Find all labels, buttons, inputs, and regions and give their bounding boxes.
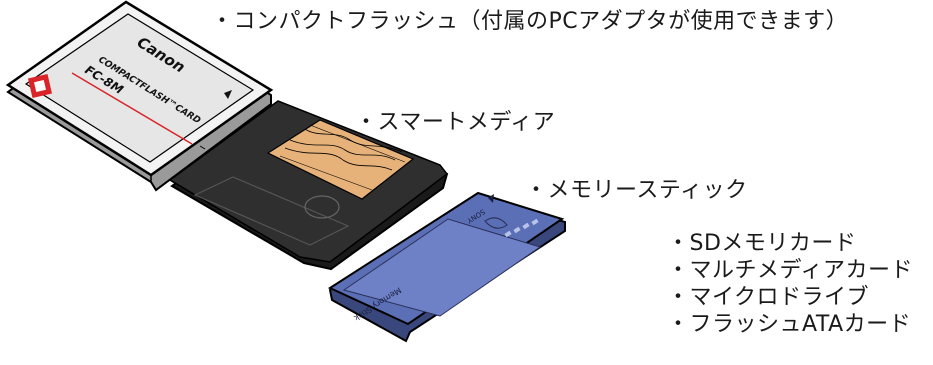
memory-stick-logo-icon bbox=[484, 217, 508, 229]
memory-stick: Memory Stick SONY bbox=[327, 191, 566, 343]
list-item: ・フラッシュATAカード bbox=[667, 312, 912, 337]
other-media-list: ・SDメモリカード ・マルチメディアカード ・マイクロドライブ ・フラッシュAT… bbox=[667, 231, 913, 339]
cf-logo-icon bbox=[28, 74, 52, 98]
smartmedia-card bbox=[168, 100, 449, 271]
label-memorystick: ・メモリースティック bbox=[525, 178, 748, 203]
memory-stick-contacts bbox=[504, 218, 539, 238]
smartmedia-circle bbox=[304, 195, 340, 219]
list-item: ・マルチメディアカード bbox=[667, 258, 913, 283]
list-item: ・マイクロドライブ bbox=[667, 285, 870, 310]
label-compactflash: ・コンパクトフラッシュ（付属のPCアダプタが使用できます） bbox=[211, 9, 849, 34]
smartmedia-contact bbox=[266, 119, 415, 200]
label-smartmedia: ・スマートメディア bbox=[355, 110, 556, 135]
list-item: ・SDメモリカード bbox=[667, 231, 857, 256]
compactflash-card: Canon COMPACTFLASH™CARD FC-8M bbox=[5, 0, 274, 192]
